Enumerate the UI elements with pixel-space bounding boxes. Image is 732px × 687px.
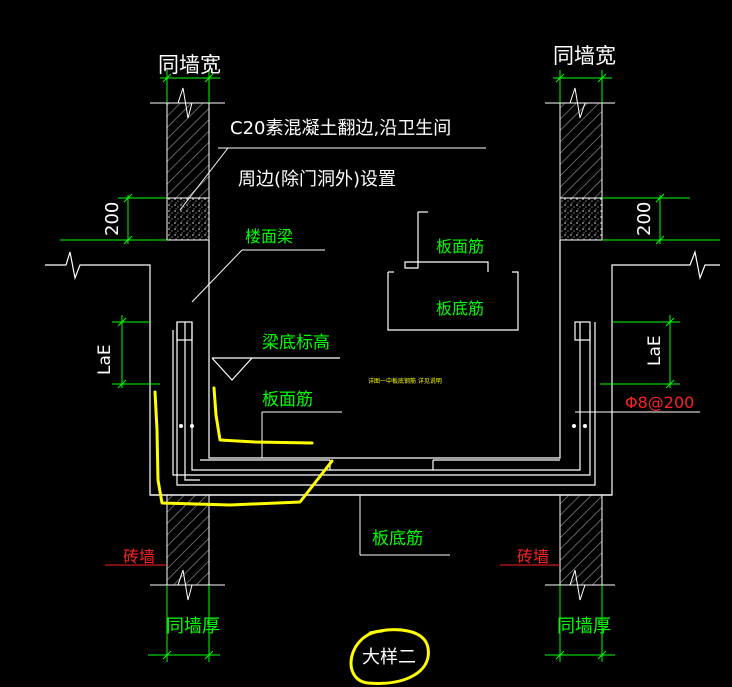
dimensions — [60, 70, 720, 662]
right-wall — [545, 87, 615, 601]
lae-right-label: LaE — [645, 335, 665, 366]
note-line-2: 周边(除门洞外)设置 — [238, 169, 396, 190]
wall-width-right-label: 同墙宽 — [553, 44, 616, 68]
slab-outline — [45, 240, 720, 496]
rebar-dots — [179, 424, 587, 428]
elevation-mark — [211, 357, 340, 381]
dim-200-left-label: 200 — [102, 202, 123, 236]
rebar-spec-label: Φ8@200 — [625, 393, 694, 412]
left-wall — [150, 87, 225, 601]
beam-bottom-elev-label: 梁底标高 — [262, 333, 330, 353]
text-labels: 同墙宽 同墙宽 C20素混凝土翻边,沿卫生间 周边(除门洞外)设置 200 20… — [95, 44, 694, 668]
dim-200-right-label: 200 — [634, 202, 655, 236]
floor-beam-label: 楼面梁 — [245, 227, 293, 246]
slab-top-bar-label: 板面筋 — [262, 390, 313, 410]
slab-bottom-bar-label: 板底筋 — [372, 529, 423, 549]
wall-thick-right-label: 同墙厚 — [557, 616, 611, 637]
brick-wall-left-label: 砖墙 — [123, 547, 155, 566]
slab-top-bar-inner-label: 板面筋 — [436, 237, 484, 256]
rebar — [172, 211, 596, 486]
slab-bottom-bar-inner-label: 板底筋 — [436, 299, 484, 318]
note-line-1: C20素混凝土翻边,沿卫生间 — [230, 118, 451, 139]
yellow-annotations — [153, 386, 430, 685]
wall-thick-left-label: 同墙厚 — [166, 616, 220, 637]
brick-wall-right-label: 砖墙 — [517, 547, 549, 566]
lae-left-label: LaE — [95, 344, 115, 375]
small-note: 详图一中板底钢筋 详见说明 — [368, 377, 442, 385]
wall-width-left-label: 同墙宽 — [158, 53, 221, 77]
detail-title: 大样二 — [362, 647, 416, 668]
leader-lines — [179, 147, 700, 556]
